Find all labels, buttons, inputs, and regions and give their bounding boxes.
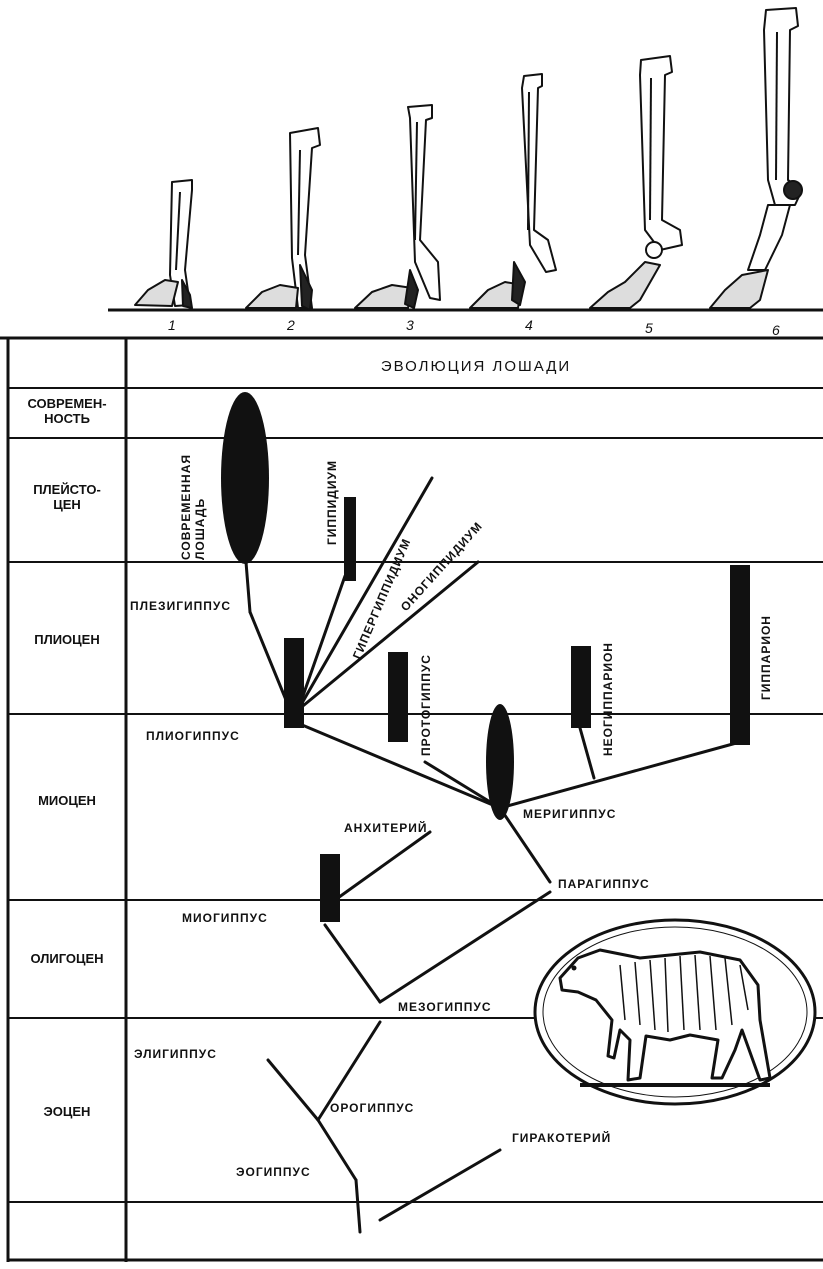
hipparion-bar — [730, 565, 750, 745]
text-line: НОСТЬ — [44, 411, 90, 426]
branch-anchitherium — [335, 832, 430, 900]
leg-skeletons — [108, 8, 823, 310]
pliohippus-bar — [284, 638, 304, 728]
leg-number-5: 5 — [645, 320, 653, 336]
leg-skeleton-6 — [710, 8, 802, 308]
leg-number-1: 1 — [168, 317, 176, 333]
leg-numbers: 1 2 3 4 5 6 — [168, 317, 780, 338]
leg-number-3: 3 — [406, 317, 414, 333]
branch-miohippus — [325, 925, 380, 1002]
mesohippus-illustration — [535, 920, 815, 1104]
neohipparion-bar — [571, 646, 591, 728]
leg-skeleton-5 — [590, 56, 682, 308]
label-eohippus: ЭОГИППУС — [236, 1165, 311, 1179]
branch-eohippus-base — [356, 1180, 360, 1232]
label-epihippus: ЭЛИГИППУС — [134, 1047, 217, 1061]
leg-number-4: 4 — [525, 317, 533, 333]
label-merychippus: МЕРИГИППУС — [523, 807, 616, 821]
label-hippidium: ГИППИДИУМ — [325, 460, 339, 545]
era-table-grid — [0, 338, 823, 1262]
label-modern-horse: СОВРЕМЕННАЯЛОШАДЬ — [179, 454, 207, 560]
branch-modern-horse — [246, 562, 250, 612]
label-protohippus: ПРОТОГИППУС — [419, 654, 433, 756]
era-labels: СОВРЕМЕН-НОСТЬ ПЛЕЙСТО-ЦЕН ПЛИОЦЕН МИОЦЕ… — [27, 396, 106, 1119]
era-label-pleistocene: ПЛЕЙСТО-ЦЕН — [33, 482, 101, 512]
leg-number-6: 6 — [772, 322, 780, 338]
leg-skeleton-3 — [355, 105, 440, 308]
label-miohippus: МИОГИППУС — [182, 911, 268, 925]
branch-hipparion — [500, 742, 740, 808]
protohippus-bar — [388, 652, 408, 742]
era-label-pliocene: ПЛИОЦЕН — [34, 632, 99, 647]
era-label-recent: СОВРЕМЕН-НОСТЬ — [27, 396, 106, 426]
hippidium-bar — [344, 497, 356, 581]
label-orohippus: ОРОГИППУС — [330, 1101, 414, 1115]
label-anchitherium: АНХИТЕРИЙ — [344, 820, 428, 835]
leg-skeleton-1 — [135, 180, 192, 308]
branch-parahippus — [380, 892, 550, 1002]
label-hipparion: ГИППАРИОН — [759, 615, 773, 700]
text-line: ЛОШАДЬ — [193, 498, 207, 560]
range-bars — [221, 392, 750, 922]
branch-epihippus — [268, 1060, 318, 1120]
miohippus-bar — [320, 854, 340, 922]
text-line: СОВРЕМЕННАЯ — [179, 454, 193, 560]
era-label-miocene: МИОЦЕН — [38, 793, 96, 808]
branch-eohippus-orohippus — [318, 1120, 356, 1180]
text-line: ПЛЕЙСТО- — [33, 482, 101, 497]
label-neohipparion: НЕОГИППАРИОН — [601, 642, 615, 756]
leg-number-2: 2 — [286, 317, 295, 333]
text-line: СОВРЕМЕН- — [27, 396, 106, 411]
diagram-title: ЭВОЛЮЦИЯ ЛОШАДИ — [381, 358, 571, 375]
leg-skeleton-2 — [246, 128, 320, 310]
branch-neohipparion — [580, 728, 594, 778]
label-parahippus: ПАРАГИППУС — [558, 877, 650, 891]
label-pliohippus: ПЛИОГИППУС — [146, 729, 240, 743]
label-hyracotherium: ГИРАКОТЕРИЙ — [512, 1130, 611, 1145]
label-mesohippus: МЕЗОГИППУС — [398, 1000, 492, 1014]
text-line: ЦЕН — [53, 497, 81, 512]
branch-hyracotherium — [380, 1150, 500, 1220]
era-label-eocene: ЭОЦЕН — [44, 1104, 91, 1119]
leg-skeleton-4 — [470, 74, 556, 308]
modern-horse-spindle — [221, 392, 269, 564]
label-plesippus: ПЛЕЗИГИППУС — [130, 599, 231, 613]
era-label-oligocene: ОЛИГОЦЕН — [30, 951, 103, 966]
merychippus-spindle — [486, 704, 514, 820]
